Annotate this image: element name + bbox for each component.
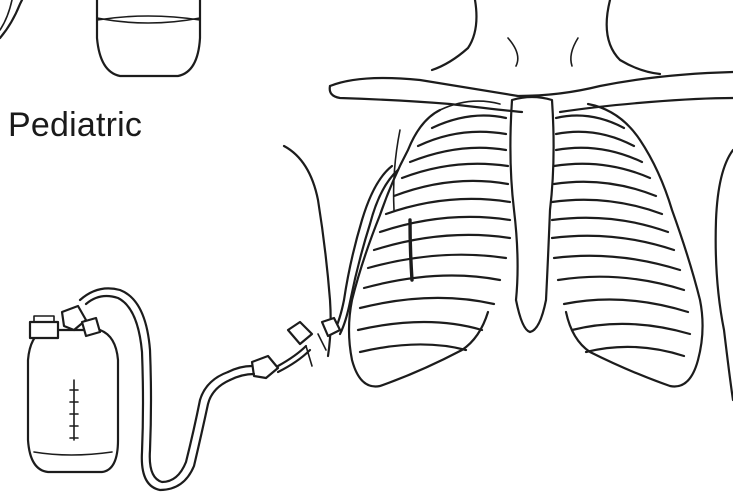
collection-bottle	[28, 306, 118, 472]
rib-cage-left	[349, 101, 510, 386]
neck	[432, 0, 660, 74]
sternum	[510, 97, 553, 332]
pediatric-label: Pediatric	[8, 106, 142, 145]
tube-connector	[288, 318, 340, 366]
clavicles	[330, 72, 733, 112]
rib-cage-right	[552, 104, 703, 386]
inline-valve	[228, 346, 310, 380]
pediatric-cup	[97, 0, 200, 76]
